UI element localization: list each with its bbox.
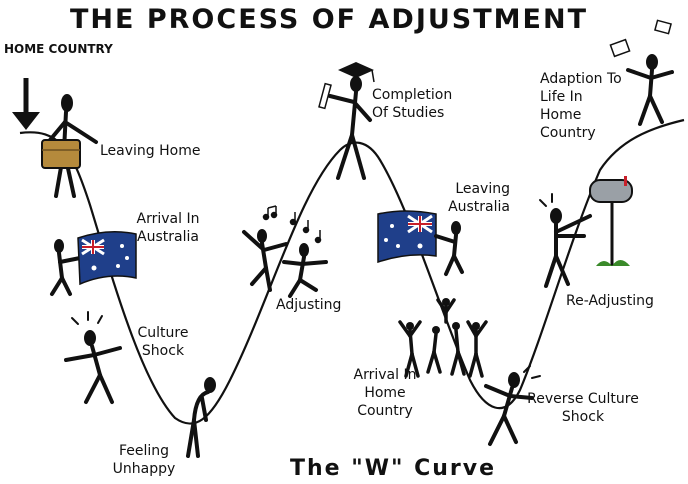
- label-arrival-in-home-country: Arrival In Home Country: [353, 367, 417, 419]
- label-arrival-in-australia: Arrival In Australia: [136, 211, 200, 245]
- label-adjusting: Adjusting: [276, 297, 342, 313]
- label-completion-of-studies: Completion Of Studies: [372, 87, 453, 121]
- music-note-icon: [262, 205, 322, 244]
- page-title: THE PROCESS OF ADJUSTMENT: [70, 4, 588, 35]
- label-home-country: HOME COUNTRY: [4, 42, 113, 56]
- stick-figure-icon: [186, 377, 216, 458]
- suitcase-icon: [41, 139, 81, 169]
- stick-figure-icon: [484, 365, 541, 446]
- mailbox-icon: [589, 176, 633, 266]
- stick-figure-icon: [282, 243, 328, 298]
- stick-figure-icon: [50, 239, 82, 296]
- caption-w-curve: The "W" Curve: [290, 456, 497, 481]
- stick-figure-icon: [539, 193, 592, 288]
- label-re-adjusting: Re-Adjusting: [566, 293, 654, 309]
- label-adaption: Adaption To Life In Home Country: [540, 71, 622, 141]
- stick-figure-icon: [64, 311, 122, 404]
- label-leaving-home: Leaving Home: [100, 143, 201, 159]
- australian-flag-icon: [77, 231, 137, 286]
- stick-figure-icon: [398, 298, 488, 378]
- stick-figure-icon: [434, 221, 464, 276]
- down-arrow-icon: [12, 78, 40, 130]
- label-culture-shock: Culture Shock: [137, 325, 189, 359]
- label-leaving-australia: Leaving Australia: [448, 181, 510, 215]
- graduation-cap-icon: [338, 62, 375, 83]
- stick-figure-icon: [318, 76, 372, 180]
- label-feeling-unhappy: Feeling Unhappy: [112, 443, 176, 477]
- stick-figure-icon: [609, 19, 674, 126]
- label-reverse-culture-shock: Reverse Culture Shock: [527, 391, 639, 425]
- australian-flag-icon: [377, 210, 437, 264]
- stick-figure-icon: [242, 229, 288, 292]
